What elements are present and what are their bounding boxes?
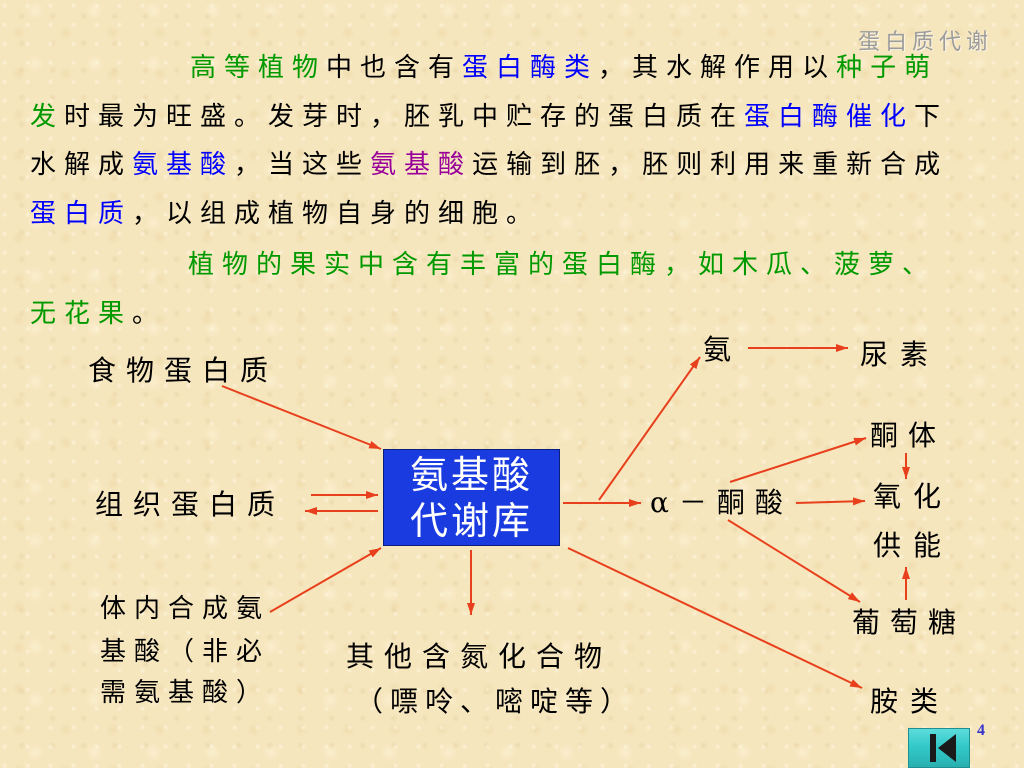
label-alpha-keto-acid: α－酮酸 — [650, 486, 793, 519]
first-slide-icon — [930, 734, 956, 762]
pool-box-line-1: 氨基酸 — [409, 452, 533, 497]
fruit-line-1: 植物的果实中含有丰富的蛋白酶，如木瓜、菠萝、 — [188, 250, 936, 280]
keyword-protein: 蛋白质 — [30, 199, 133, 229]
arrow-alpha-to-ketone — [729, 437, 867, 483]
keyword-seed-germination: 种子萌 — [836, 53, 939, 83]
label-other-nitrogen-compounds: 其他含氮化合物 — [346, 640, 613, 673]
keyword-protease-catalysis: 蛋白酶催化 — [744, 102, 915, 132]
label-ketone-bodies: 酮体 — [870, 419, 947, 452]
label-urea: 尿素 — [860, 338, 941, 371]
arrow-pool-to-amines — [567, 547, 863, 689]
label-oxidation: 氧化 — [873, 480, 954, 513]
label-endogenous-synthesis-line-2: 基酸（非必 — [100, 637, 271, 667]
keyword-amino-acids: 氨基酸 — [132, 150, 235, 180]
slide-header-title: 蛋白质代谢 — [858, 30, 994, 55]
keyword-amino-acids-highlight: 氨基酸 — [370, 150, 473, 180]
label-energy-supply: 供能 — [873, 529, 954, 562]
label-purines-pyrimidines: （嘌呤、嘧啶等） — [355, 685, 636, 718]
page-number: 4 — [977, 722, 985, 739]
text-segment: 下 — [914, 102, 949, 132]
intro-line-2: 发 时最为旺盛。发芽时，胚乳中贮存的蛋白质在 蛋白酶催化 下 — [30, 102, 948, 132]
text-segment: ，当这些 — [234, 150, 371, 180]
label-food-protein: 食物蛋白质 — [88, 354, 279, 387]
label-endogenous-synthesis-line-3: 需氨基酸） — [100, 678, 271, 708]
label-amines: 胺类 — [870, 685, 951, 718]
text-segment: 运输到胚，胚则利用来重新合成 — [472, 150, 949, 180]
text-segment: ，以组成植物自身的细胞。 — [132, 199, 541, 229]
keyword-fig: 无花果 — [30, 299, 133, 329]
arrow-alpha-to-glucose — [727, 519, 861, 603]
first-slide-button[interactable] — [908, 728, 970, 768]
label-tissue-protein: 组织蛋白质 — [95, 488, 286, 521]
intro-line-4: 蛋白质 ，以组成植物自身的细胞。 — [30, 199, 540, 229]
arrow-food-to-pool — [221, 385, 382, 450]
text-segment: 时最为旺盛。发芽时，胚乳中贮存的蛋白质在 — [64, 102, 745, 132]
arrow-synthesis-to-pool — [269, 547, 382, 613]
keyword-proteases: 蛋白酶类 — [462, 53, 599, 83]
label-glucose: 葡萄糖 — [852, 606, 967, 639]
fruit-protease-sentence: 植物的果实中含有丰富的蛋白酶，如木瓜、菠萝、 — [188, 250, 937, 280]
text-segment: ，其水解作用以 — [598, 53, 837, 83]
text-segment: 。 — [132, 299, 167, 329]
label-endogenous-synthesis-line-1: 体内合成氨 — [100, 594, 271, 624]
intro-line-3: 水解成 氨基酸 ，当这些 氨基酸 运输到胚，胚则利用来重新合成 — [30, 150, 948, 180]
fruit-line-2: 无花果 。 — [30, 299, 166, 329]
text-segment: 中也含有 — [326, 53, 463, 83]
label-ammonia: 氨 — [703, 333, 742, 366]
intro-line-1: 高等植物 中也含有 蛋白酶类 ，其水解作用以 种子萌 — [190, 53, 938, 83]
text-segment: 水解成 — [30, 150, 133, 180]
pool-box-line-2: 代谢库 — [409, 498, 533, 543]
arrow-alpha-to-oxidation — [795, 497, 866, 506]
amino-acid-pool-box: 氨基酸 代谢库 — [383, 449, 560, 546]
keyword-higher-plants: 高等植物 — [190, 53, 327, 83]
arrow-pool-to-ammonia — [598, 356, 701, 501]
keyword-seed-germination-cont: 发 — [30, 102, 65, 132]
